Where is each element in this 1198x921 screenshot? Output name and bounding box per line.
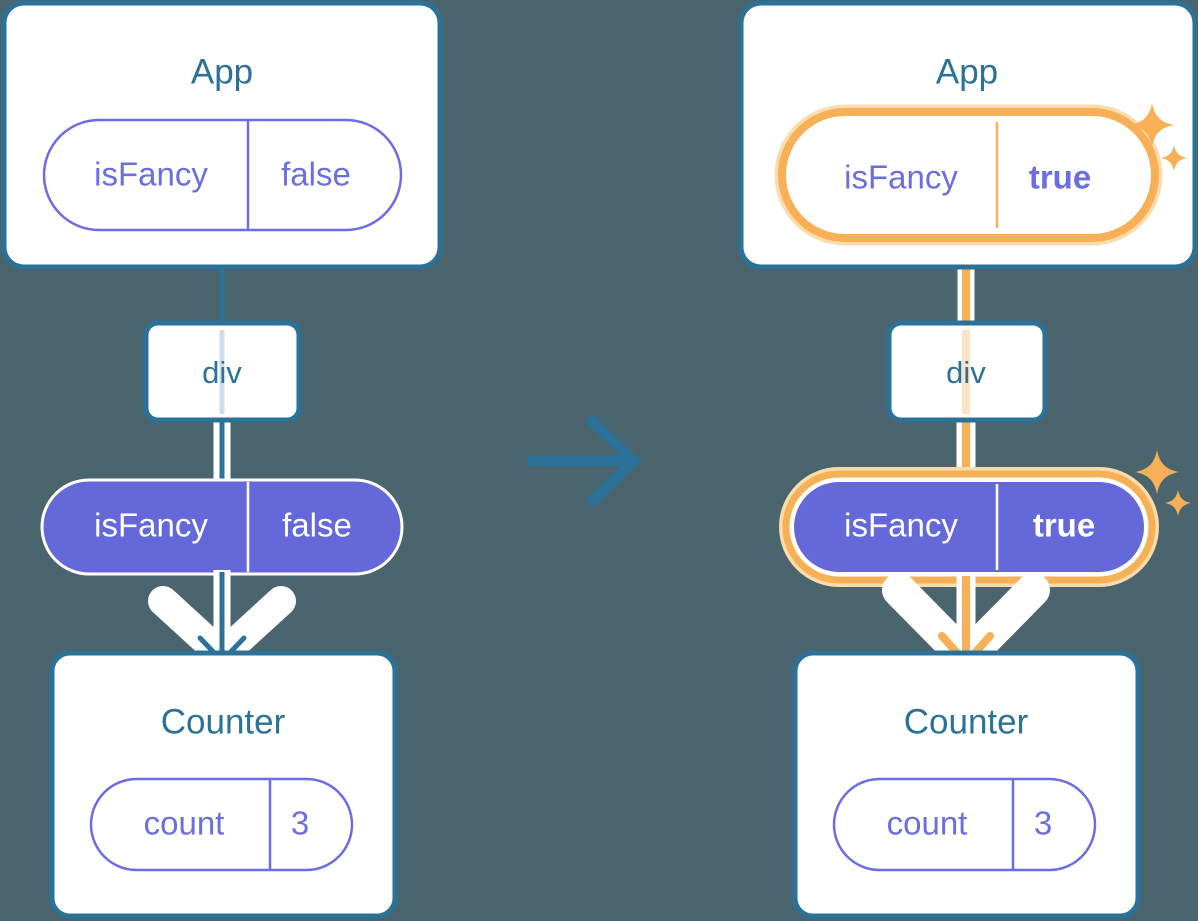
div-node-label-after: div xyxy=(946,355,986,390)
app-card-after[interactable]: App isFancy true xyxy=(738,0,1198,270)
app-card-before[interactable]: App isFancy false xyxy=(1,0,443,270)
div-node-after[interactable]: div xyxy=(886,320,1048,423)
app-state-pill-before[interactable]: isFancy false xyxy=(42,118,403,232)
app-state-value-before: false xyxy=(281,156,351,193)
counter-card-title-before: Counter xyxy=(161,702,286,741)
prop-pill-key-after: isFancy xyxy=(844,507,958,544)
app-state-key-after: isFancy xyxy=(844,159,958,196)
prop-pill-before[interactable]: isFancy false xyxy=(40,478,404,576)
counter-state-pill-before[interactable]: count 3 xyxy=(89,777,354,872)
app-card-title-after: App xyxy=(936,52,998,91)
app-state-pill-after[interactable]: isFancy true xyxy=(774,104,1163,246)
counter-card-after[interactable]: Counter count 3 xyxy=(792,650,1141,919)
counter-card-title-after: Counter xyxy=(904,702,1029,741)
prop-pill-key-before: isFancy xyxy=(94,507,208,544)
counter-card-before[interactable]: Counter count 3 xyxy=(49,650,398,919)
app-state-key-before: isFancy xyxy=(94,156,208,193)
counter-state-value-after: 3 xyxy=(1034,805,1052,842)
counter-state-pill-after[interactable]: count 3 xyxy=(832,777,1097,872)
prop-pill-value-before: false xyxy=(282,507,352,544)
counter-state-value-before: 3 xyxy=(291,805,309,842)
before-tree: App isFancy false div isFancy false xyxy=(1,0,443,919)
counter-state-key-before: count xyxy=(144,805,225,842)
prop-pill-after[interactable]: isFancy true xyxy=(779,467,1159,587)
app-card-title-before: App xyxy=(191,52,253,91)
div-node-label-before: div xyxy=(202,355,242,390)
app-state-value-after: true xyxy=(1029,159,1091,196)
counter-state-pill-box-after xyxy=(832,777,1097,872)
transition-arrow-icon xyxy=(526,415,642,507)
app-state-pill-ring-after xyxy=(778,108,1159,242)
after-tree: App isFancy true xyxy=(738,0,1198,919)
prop-pill-value-after: true xyxy=(1033,507,1095,544)
prop-pill-box-after xyxy=(794,482,1144,572)
counter-state-pill-box-before xyxy=(89,777,354,872)
div-node-before[interactable]: div xyxy=(143,320,302,423)
app-state-pill-box-before xyxy=(42,118,403,232)
counter-state-key-after: count xyxy=(887,805,968,842)
